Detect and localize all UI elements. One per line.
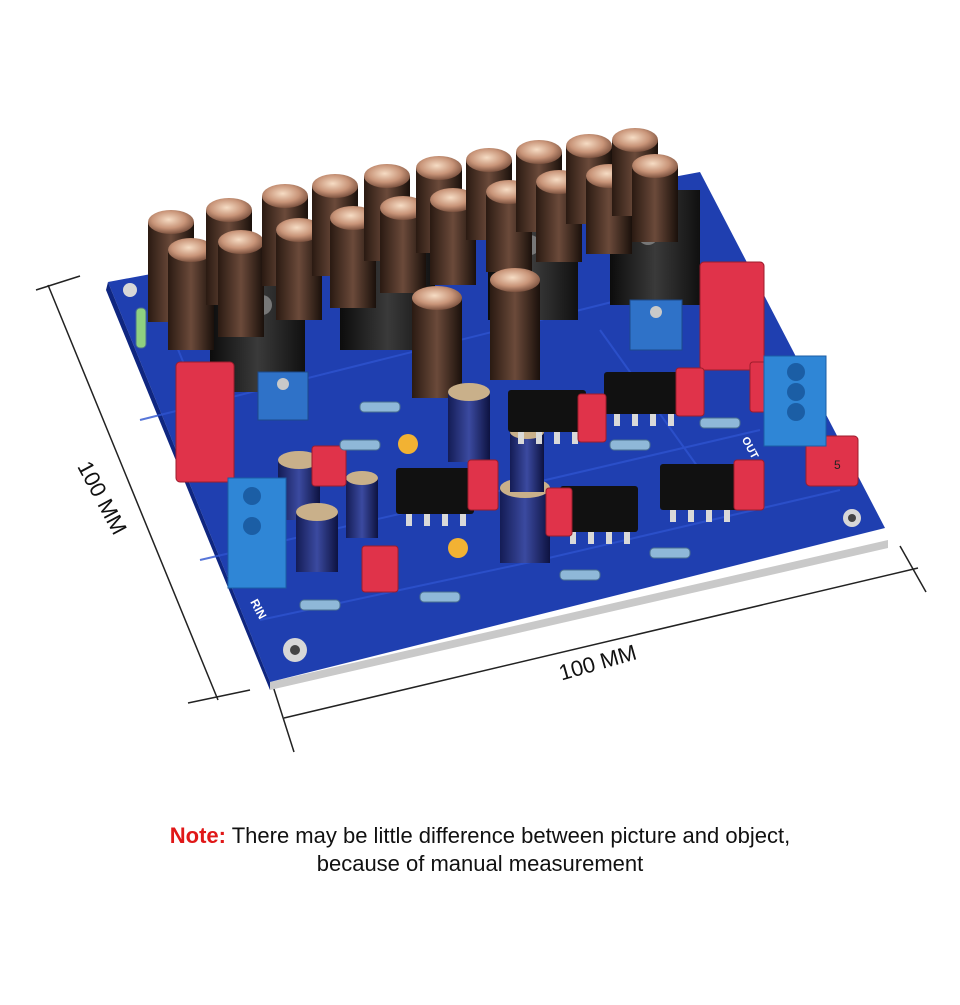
measurement-note: Note: There may be little difference bet… (0, 822, 960, 878)
note-prefix: Note: (169, 823, 226, 848)
ceramic-capacitors (398, 434, 468, 558)
note-line-2: because of manual measurement (316, 851, 644, 876)
note-line-1: There may be little difference between p… (226, 823, 791, 848)
op-amp-chips (396, 372, 738, 544)
trimmer-pots (257, 299, 683, 421)
dimension-lines (35, 275, 927, 753)
electrolytic-capacitors (148, 128, 678, 398)
resistors (135, 307, 741, 611)
film-capacitors (175, 261, 859, 593)
relay-label: 5 (834, 458, 841, 472)
screw-terminals (227, 355, 827, 589)
